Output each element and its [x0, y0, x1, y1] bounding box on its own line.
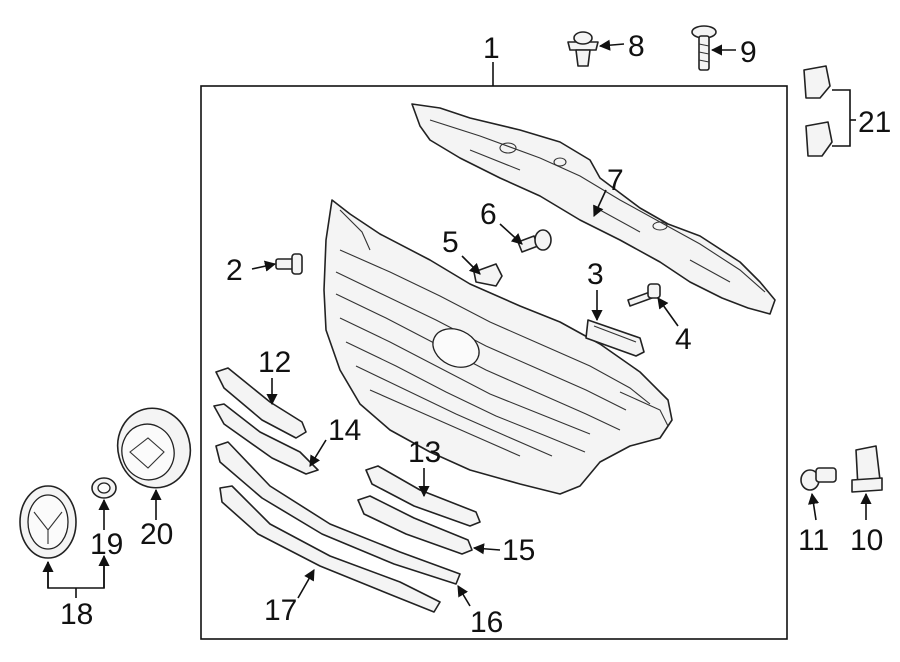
- callout-5: 5: [442, 226, 459, 259]
- callout-1: 1: [483, 32, 500, 65]
- screw-part-4: [627, 283, 661, 307]
- callout-16: 16: [470, 606, 503, 639]
- main-grille-part: [323, 199, 673, 495]
- callout-13: 13: [408, 436, 441, 469]
- molding-strip-part-17: [219, 485, 441, 613]
- callout-3: 3: [587, 258, 604, 291]
- bracket-part-3: [585, 319, 645, 357]
- callout-17: 17: [264, 594, 297, 627]
- clip-part-8: [567, 31, 599, 67]
- emblem-base-part-20: [116, 407, 192, 489]
- callout-9: 9: [740, 36, 757, 69]
- callout-10: 10: [850, 524, 883, 557]
- callout-14: 14: [328, 414, 361, 447]
- callout-21: 21: [858, 106, 891, 139]
- assembly-frame: [200, 85, 788, 640]
- screw-part-9: [691, 25, 717, 71]
- callout-15: 15: [502, 534, 535, 567]
- callout-8: 8: [628, 30, 645, 63]
- leader-lines: [42, 39, 872, 607]
- retainer-part-21: [803, 65, 833, 157]
- callout-4: 4: [675, 323, 692, 356]
- nut-part-19: [91, 477, 117, 499]
- molding-strip-part-12: [215, 367, 307, 439]
- push-pin-part-6: [517, 229, 552, 253]
- clip-part-5: [473, 263, 503, 287]
- callout-2: 2: [226, 254, 243, 287]
- molding-strip-part-14: [213, 403, 319, 475]
- nut-clip-part-10: [851, 445, 883, 493]
- molding-strip-part-16-upper: [215, 441, 461, 585]
- callout-12: 12: [258, 346, 291, 379]
- bolt-part-11: [800, 467, 837, 491]
- callout-7: 7: [607, 164, 624, 197]
- bolt-part-2: [275, 253, 303, 275]
- emblem-part-18: [19, 485, 77, 559]
- callout-18: 18: [60, 598, 93, 631]
- molding-strip-part-15: [357, 495, 473, 555]
- callout-19: 19: [90, 528, 123, 561]
- callout-6: 6: [480, 198, 497, 231]
- callout-11: 11: [798, 524, 829, 557]
- callout-labels: 1 2 3 4 5 6 7 8 9 10 11 12 13 14 15 16 1…: [60, 30, 891, 639]
- callout-20: 20: [140, 518, 173, 551]
